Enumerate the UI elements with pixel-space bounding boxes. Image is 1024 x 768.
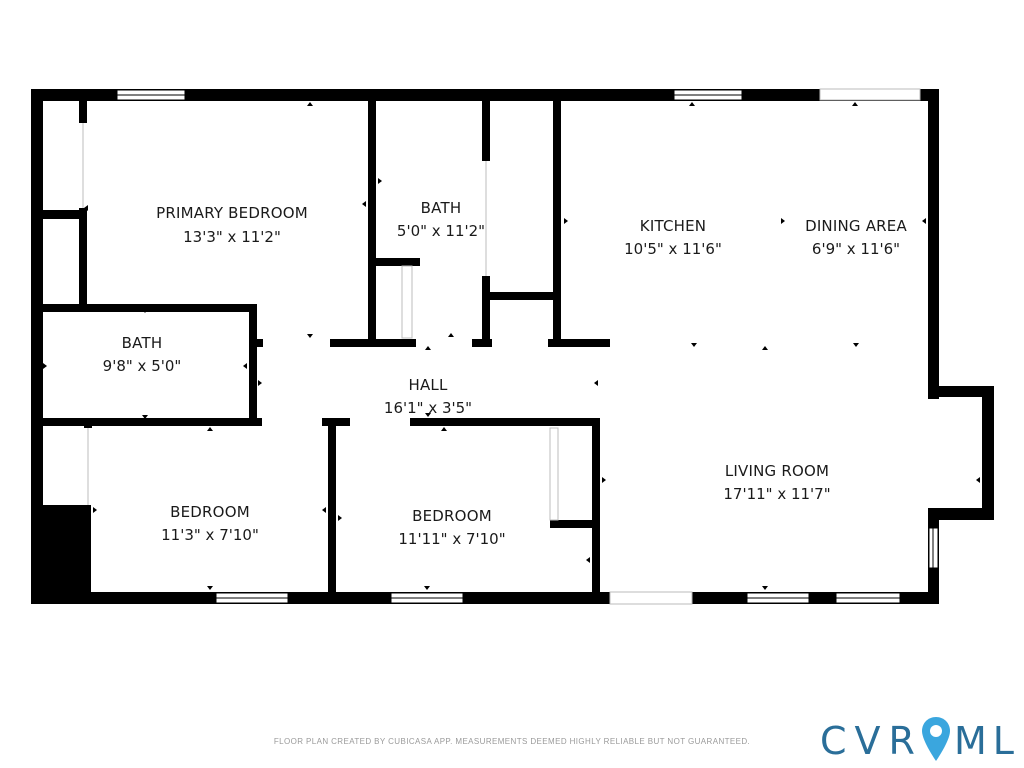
logo-prefix: CVR — [820, 719, 923, 763]
marker — [781, 218, 785, 224]
marker — [564, 218, 568, 224]
window-dining-top — [819, 88, 921, 101]
room-labels: PRIMARY BEDROOM 13'3" x 11'2" BATH 5'0" … — [103, 199, 908, 548]
room-dims-living-room: 17'11" x 11'7" — [723, 485, 830, 503]
room-dims-dining-area: 6'9" x 11'6" — [812, 240, 900, 258]
marker — [258, 380, 262, 386]
cvrmls-logo: CVR MLS — [820, 717, 1020, 763]
wall-hall-top-b — [330, 339, 416, 347]
closet-block — [31, 505, 91, 604]
wall-bath-left-right — [249, 304, 257, 424]
marker — [338, 515, 342, 521]
marker — [425, 413, 431, 417]
marker — [922, 218, 926, 224]
marker — [441, 427, 447, 431]
marker — [594, 380, 598, 386]
marker — [93, 507, 97, 513]
room-name-bath-upper: BATH — [421, 199, 462, 217]
markers — [43, 102, 980, 590]
marker — [976, 477, 980, 483]
marker — [207, 586, 213, 590]
room-name-bath-left: BATH — [122, 334, 163, 352]
room-dims-bedroom-mid: 11'11" x 7'10" — [398, 530, 505, 548]
closet-fixture-bath — [401, 265, 413, 339]
marker — [762, 346, 768, 350]
disclaimer-note: FLOOR PLAN CREATED BY CUBICASA APP. MEAS… — [273, 737, 751, 746]
location-pin-icon — [922, 717, 950, 761]
marker — [84, 205, 88, 211]
door-living-bottom — [609, 591, 693, 605]
marker — [43, 363, 47, 369]
windows — [116, 88, 939, 605]
room-name-living-room: LIVING ROOM — [725, 462, 829, 480]
wall-bay-right — [982, 386, 994, 520]
marker — [307, 102, 313, 106]
wall-hall-top-d — [548, 339, 610, 347]
marker — [602, 477, 606, 483]
wall-bedroom-divider — [328, 418, 336, 604]
marker — [762, 586, 768, 590]
wall-right-upper — [928, 89, 939, 399]
fixtures — [82, 123, 559, 521]
marker — [243, 363, 247, 369]
marker — [322, 507, 326, 513]
wall-primary-closet-lower — [79, 208, 87, 308]
marker — [852, 102, 858, 106]
marker — [142, 415, 148, 419]
room-name-bedroom-left: BEDROOM — [170, 503, 250, 521]
wall-hall-top-a — [249, 339, 263, 347]
marker — [362, 201, 366, 207]
marker — [424, 586, 430, 590]
marker — [378, 178, 382, 184]
marker — [142, 309, 148, 313]
marker — [691, 343, 697, 347]
marker — [425, 346, 431, 350]
marker — [448, 333, 454, 337]
room-dims-primary-bedroom: 13'3" x 11'2" — [183, 228, 281, 246]
wall-bath-shelf — [376, 258, 420, 266]
room-dims-bedroom-left: 11'3" x 7'10" — [161, 526, 259, 544]
room-name-bedroom-mid: BEDROOM — [412, 507, 492, 525]
marker — [586, 557, 590, 563]
wall-bath-upper-right-low — [482, 276, 490, 347]
marker — [853, 343, 859, 347]
room-dims-bath-left: 9'8" x 5'0" — [103, 357, 182, 375]
marker — [207, 427, 213, 431]
wall-primary-bottom — [31, 304, 257, 312]
wall-bay-bottom — [928, 508, 994, 520]
room-name-kitchen: KITCHEN — [640, 217, 706, 235]
wall-bedroom-closet — [550, 520, 600, 528]
room-name-dining-area: DINING AREA — [805, 217, 907, 235]
wall-bedroom-mid-right — [592, 418, 600, 604]
room-name-hall: HALL — [408, 376, 447, 394]
wall-kitchen-left — [553, 89, 561, 347]
room-dims-bath-upper: 5'0" x 11'2" — [397, 222, 485, 240]
wall-bedrooms-top-c — [410, 418, 600, 426]
room-dims-kitchen: 10'5" x 11'6" — [624, 240, 722, 258]
wall-primary-right — [368, 89, 376, 347]
closet-fixture-bedroom-mid — [549, 427, 559, 521]
wall-bath-upper-right — [482, 89, 490, 161]
wall-closet-left-bedroom — [84, 418, 92, 428]
marker — [689, 102, 695, 106]
wall-primary-closet — [79, 89, 87, 123]
wall-bedrooms-top — [31, 418, 262, 426]
wall-closet-inner — [482, 292, 558, 300]
wall-closet-shelf — [31, 210, 86, 219]
room-name-primary-bedroom: PRIMARY BEDROOM — [156, 204, 308, 222]
marker — [307, 334, 313, 338]
room-dims-hall: 16'1" x 3'5" — [384, 399, 472, 417]
logo-suffix: MLS — [954, 719, 1020, 763]
wall-bay-top — [928, 386, 994, 397]
